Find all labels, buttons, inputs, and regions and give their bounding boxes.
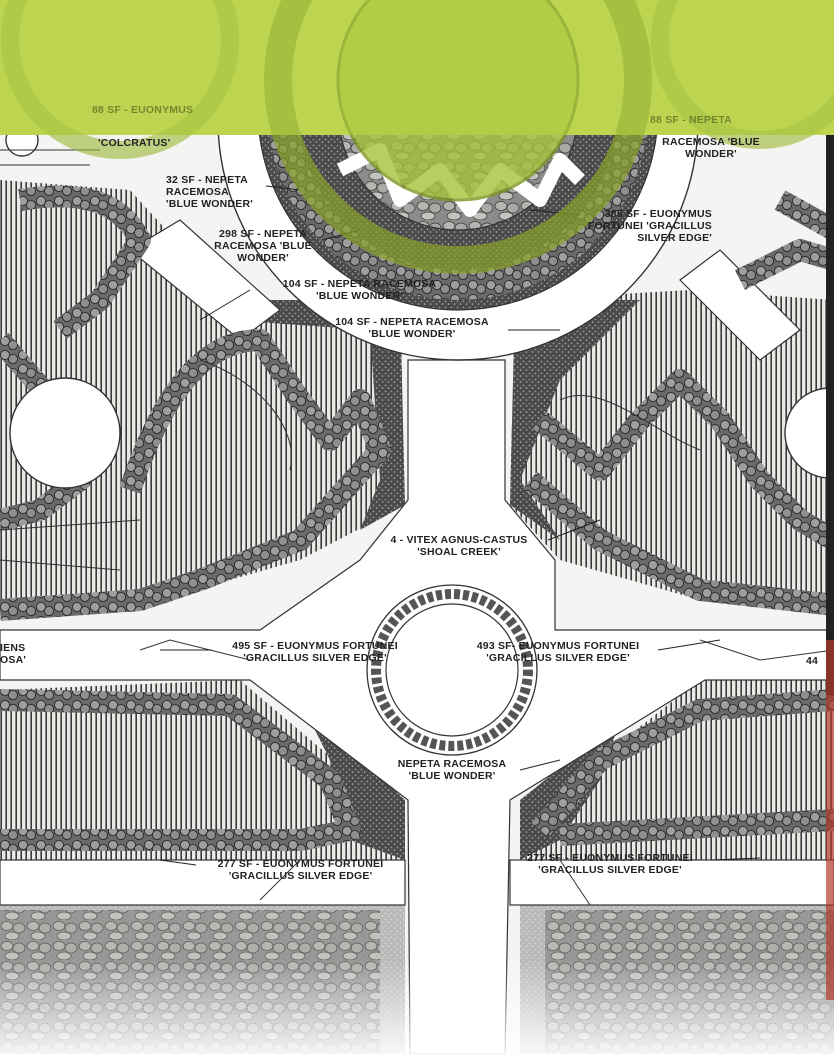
central-fountain [366,584,538,756]
plant-label-l4: 104 SF - NEPETA RACEMOSA 'BLUE WONDER' [335,316,489,340]
plant-label-l2: 298 SF - NEPETA RACEMOSA 'BLUE WONDER' [214,228,312,264]
plant-label-nepeta-center: NEPETA RACEMOSA 'BLUE WONDER' [397,758,507,782]
plant-label-l6: 495 SF - EUONYMUS FORTUNEI 'GRACILLUS SI… [232,640,398,664]
plant-label-l9: 277 SF - EUONYMUS FORTUNEI 'GRACILLUS SI… [527,852,693,876]
plant-label-racemosa-top-right: RACEMOSA 'BLUE WONDER' [662,136,760,160]
banner-label-left: 88 SF - EUONYMUS [92,104,194,116]
shrub-borders [0,185,834,851]
plant-label-l7: 493 SF- EUONYMUS FORTUNEI 'GRACILLUS SIL… [476,640,640,664]
plant-label-l3: 104 SF - NEPETA RACEMOSA 'BLUE WONDER' [282,278,437,302]
circle-nodes [5,123,834,489]
plant-label-colcratus: 'COLCRATUS' [98,137,171,149]
plant-label-l5: 385 SF - EUONYMUS FORTUNEI 'GRACILLUS SI… [587,208,712,244]
plant-label-edge-left: IENS OSA' [0,642,27,666]
plan-linework [0,149,834,906]
top-banner [0,0,834,274]
plant-label-vitex: 4 - VITEX AGNUS-CASTUS 'SHOAL CREEK' [390,534,528,558]
plant-label-edge-right: 44 [806,655,819,667]
plant-label-l1: 32 SF - NEPETA RACEMOSA 'BLUE WONDER' [166,174,253,210]
banner-label-right: 88 SF - NEPETA [650,114,732,126]
plant-label-l8: 277 SF - EUONYMUS FORTUNEI 'GRACILLUS SI… [217,858,384,882]
